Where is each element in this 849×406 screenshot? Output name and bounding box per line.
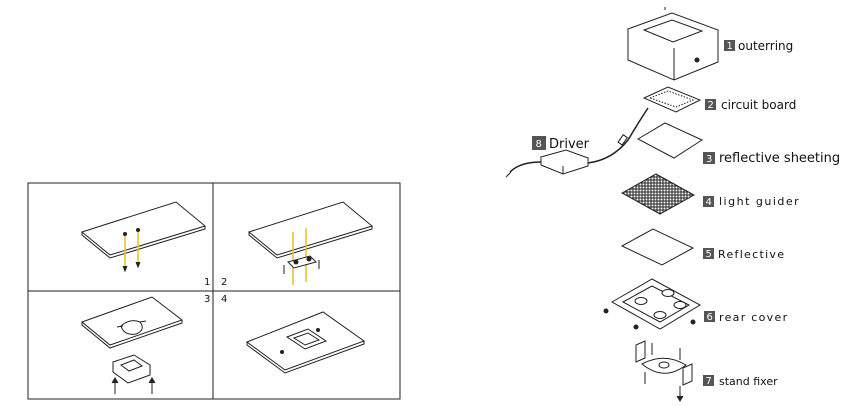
step-2-illustration xyxy=(247,201,374,285)
part-label-2-number: 2 xyxy=(708,100,714,111)
part-label-7-number: 7 xyxy=(706,376,712,387)
part-label-6-text: rear cover xyxy=(719,311,788,324)
part-label-1-text: outerring xyxy=(738,39,793,53)
part-label-1: 1 outerring xyxy=(724,39,793,53)
part-label-4-text: light guider xyxy=(719,195,800,208)
part-label-5-number: 5 xyxy=(706,249,712,260)
step-3-illustration xyxy=(81,296,184,394)
part-label-3-number: 3 xyxy=(706,154,712,165)
step-numbers: 1 2 3 4 xyxy=(204,277,227,305)
part-label-7: 7 stand fixer xyxy=(703,375,778,388)
step-1-illustration xyxy=(80,201,207,273)
part-label-5: 5 Reflective xyxy=(703,248,785,261)
step-4-illustration xyxy=(245,311,366,374)
step-number-1: 1 xyxy=(204,277,210,288)
part-label-6: 6 rear cover xyxy=(704,311,788,324)
part-label-6-number: 6 xyxy=(707,312,713,323)
part-circuit-board xyxy=(642,86,702,113)
part-label-8: 8 Driver xyxy=(532,136,590,152)
part-label-3: 3 reflective sheeting xyxy=(703,151,840,166)
installation-steps-panel xyxy=(27,182,401,400)
part-label-2: 2 circuit board xyxy=(705,98,796,112)
part-driver xyxy=(505,107,649,178)
part-light-guider xyxy=(620,173,696,215)
part-outer-ring xyxy=(626,7,720,81)
part-label-8-number: 8 xyxy=(536,139,542,150)
step-number-4: 4 xyxy=(221,294,227,305)
part-label-3-text: reflective sheeting xyxy=(719,151,840,166)
part-reflective-sheeting xyxy=(636,122,704,159)
part-label-8-text: Driver xyxy=(549,137,590,152)
part-label-4: 4 light guider xyxy=(703,195,800,208)
part-label-7-text: stand fixer xyxy=(719,375,778,388)
step-number-3: 3 xyxy=(204,294,210,305)
part-label-5-text: Reflective xyxy=(718,248,785,261)
part-label-2-text: circuit board xyxy=(721,98,796,112)
step-number-2: 2 xyxy=(221,277,227,288)
part-rear-cover xyxy=(603,278,702,330)
part-stand-fixer xyxy=(635,340,693,402)
part-label-4-number: 4 xyxy=(706,197,712,208)
part-label-1-number: 1 xyxy=(727,41,733,52)
part-reflective xyxy=(620,228,695,266)
